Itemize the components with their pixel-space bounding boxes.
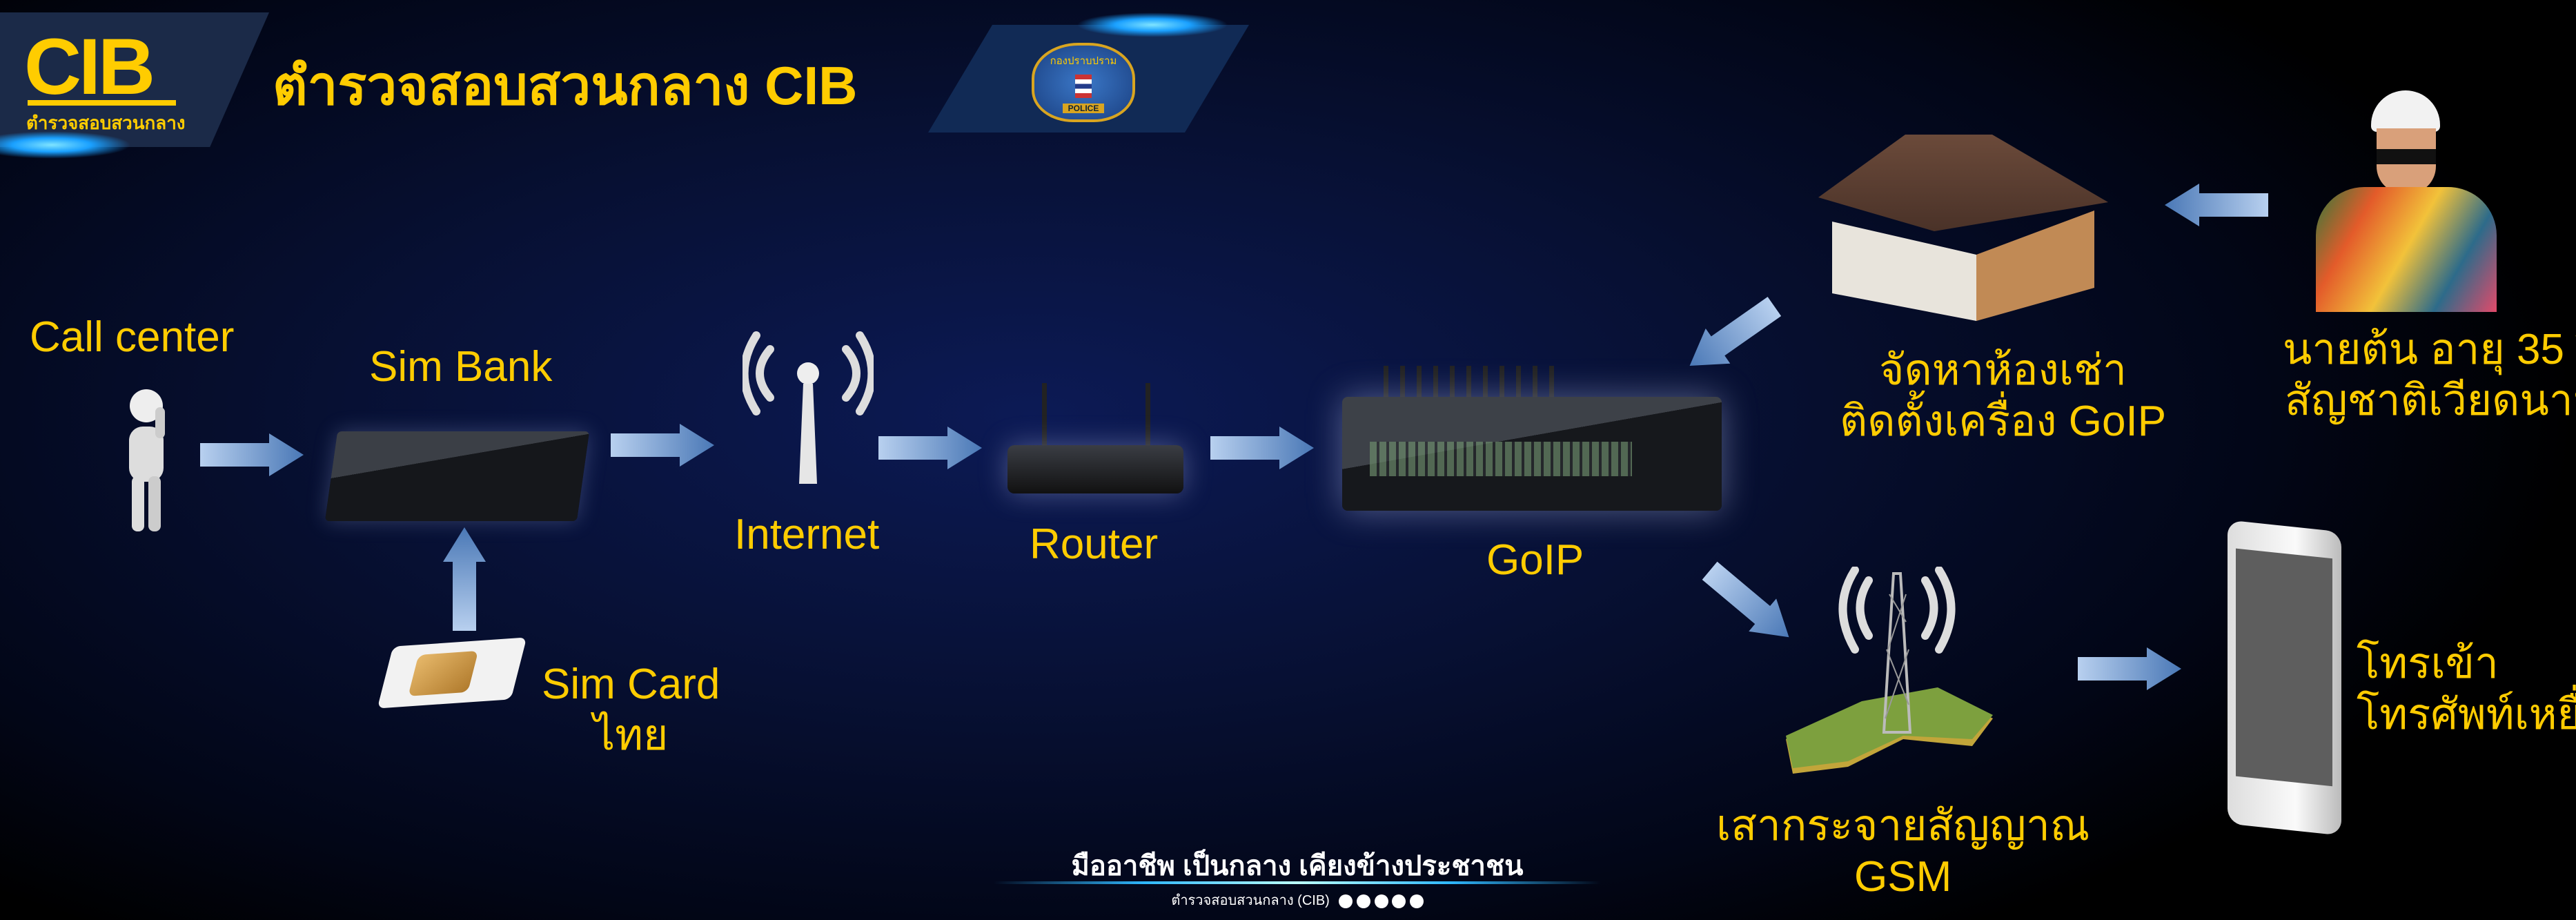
- label-router: Router: [1030, 520, 1159, 568]
- rental-house-image: [1805, 135, 2115, 324]
- label-goip: GoIP: [1486, 536, 1584, 584]
- arrow-right-icon: [611, 424, 714, 467]
- arrow-right-icon: [2078, 647, 2181, 690]
- instagram-icon[interactable]: [1392, 894, 1406, 908]
- label-internet: Internet: [734, 511, 880, 558]
- footer-slogan: มืออาชีพ เป็นกลาง เคียงข้างประชาชน: [1071, 851, 1524, 881]
- gsm-tower-icon: [1786, 567, 1993, 774]
- page-title: ตำรวจสอบสวนกลาง CIB: [273, 55, 858, 116]
- arrow-left-icon: [2165, 184, 2268, 226]
- label-house: จัดหาห้องเช่า ติดตั้งเครื่อง GoIP: [1840, 346, 2167, 446]
- person-phone-icon: [129, 389, 165, 531]
- tiktok-icon[interactable]: [1374, 894, 1388, 908]
- logo-subtitle: ตำรวจสอบสวนกลาง: [26, 112, 186, 133]
- cib-logo: CIB: [24, 23, 155, 111]
- twitter-icon[interactable]: [1409, 894, 1424, 908]
- badge-text: กองปราบปราม: [1050, 55, 1117, 67]
- suspect-photo: [2316, 90, 2497, 312]
- label-sim-card: Sim Card ไทย: [542, 660, 720, 760]
- sim-card-image: [377, 637, 527, 709]
- police-badge: กองปราบปราม POLICE: [1032, 43, 1135, 122]
- label-tower: เสากระจายสัญญาณ GSM: [1716, 802, 2090, 901]
- sim-bank-device: [324, 431, 590, 521]
- router-device: [1007, 383, 1183, 497]
- label-sim-bank: Sim Bank: [369, 343, 553, 391]
- antenna-icon: [743, 331, 874, 484]
- arrow-down-right-icon: [1702, 561, 1789, 638]
- facebook-icon[interactable]: [1339, 894, 1353, 908]
- youtube-icon[interactable]: [1356, 894, 1370, 908]
- label-phone: โทรเข้า โทรศัพท์เหยื่อ: [2357, 640, 2576, 739]
- badge-police: POLICE: [1063, 104, 1104, 113]
- arrow-right-icon: [1210, 427, 1314, 469]
- label-suspect: นายต้น อายุ 35 ปี สัญชาติเวียดนาม: [2283, 326, 2576, 425]
- goip-device: [1342, 366, 1722, 514]
- arrow-right-icon: [878, 427, 982, 469]
- arrow-up-icon: [443, 527, 486, 631]
- victim-phone-image: [2228, 520, 2341, 836]
- arrow-right-icon: [200, 433, 304, 476]
- label-call-center: Call center: [30, 313, 235, 361]
- footer-org: ตำรวจสอบสวนกลาง (CIB): [1021, 889, 1573, 911]
- arrow-down-left-icon: [1689, 297, 1782, 366]
